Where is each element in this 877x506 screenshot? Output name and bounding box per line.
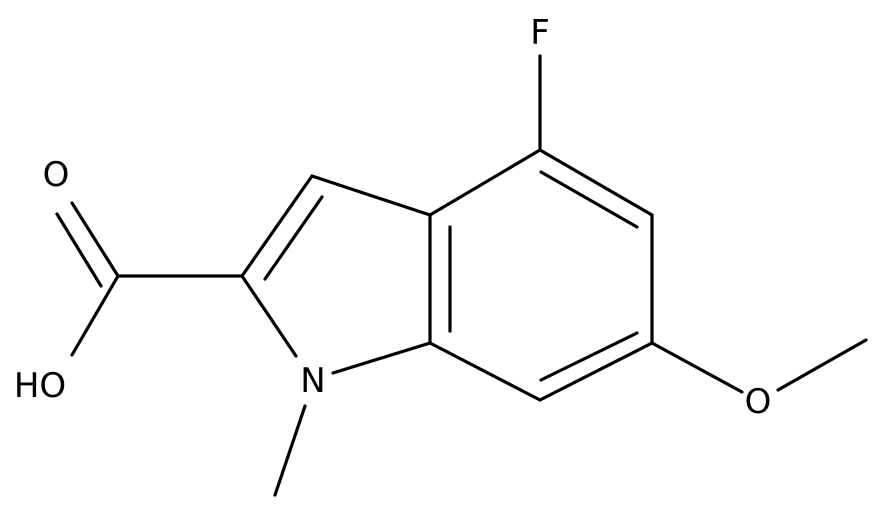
bond-c3a-c4 <box>428 148 542 217</box>
bond-c6-c7 <box>538 341 654 402</box>
bond-o-ch3 <box>776 338 868 392</box>
bond-c4-c5-inner <box>539 170 639 229</box>
bond-c7-c7a <box>428 341 542 402</box>
bond-c-o-double-b <box>55 212 103 288</box>
fluorine-label: F <box>530 13 550 53</box>
nitrogen-label: N <box>300 361 325 401</box>
bond-c2-n1 <box>240 274 298 358</box>
bond-c6-o <box>650 341 744 394</box>
bond-c-o-double-a <box>70 201 120 278</box>
bond-c3-c2 <box>240 174 314 278</box>
bond-c3-c2-inner <box>263 195 324 281</box>
bond-c3a-c3 <box>310 174 432 217</box>
carbonyl-oxygen-label: O <box>43 155 70 195</box>
ether-oxygen-label: O <box>745 382 772 422</box>
bond-c-oh <box>70 274 120 357</box>
bond-n1-ch3 <box>273 404 307 497</box>
hydroxyl-label: HO <box>14 366 66 406</box>
bond-lines <box>55 54 868 497</box>
bond-n1-c7a <box>331 341 432 375</box>
bond-c4-c5 <box>538 148 654 217</box>
bond-c6-c7-inner <box>539 331 639 382</box>
